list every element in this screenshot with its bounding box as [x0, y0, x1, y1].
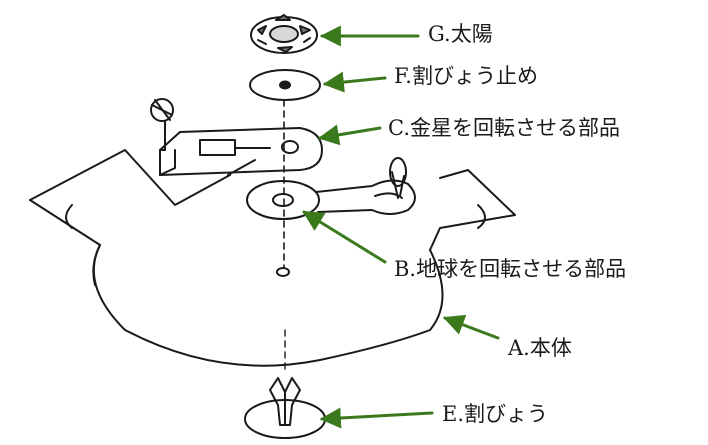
- arrow-f: [322, 71, 387, 93]
- label-split-pin: E.割びょう: [442, 402, 549, 426]
- arrow-a: [443, 314, 500, 340]
- split-pin-part: [244, 377, 326, 439]
- label-sun: G.太陽: [428, 22, 493, 46]
- label-earth-arm: B.地球を回転させる部品: [394, 257, 627, 281]
- slot-right: [477, 204, 486, 229]
- arrow-e: [319, 407, 434, 429]
- body-center-hole: [276, 267, 290, 277]
- leader-arrows: [302, 25, 500, 429]
- label-venus-arm: C.金星を回転させる部品: [388, 116, 620, 140]
- earth-arm-part: [246, 157, 416, 220]
- stopper-washer-part: [249, 69, 321, 101]
- arrow-b: [302, 210, 387, 264]
- slot-left: [65, 204, 73, 229]
- label-stopper: F.割びょう止め: [394, 64, 538, 88]
- sun-part: [250, 14, 318, 54]
- venus-arm-part: [150, 98, 323, 176]
- arrow-c: [317, 124, 382, 146]
- label-body: A.本体: [508, 336, 572, 360]
